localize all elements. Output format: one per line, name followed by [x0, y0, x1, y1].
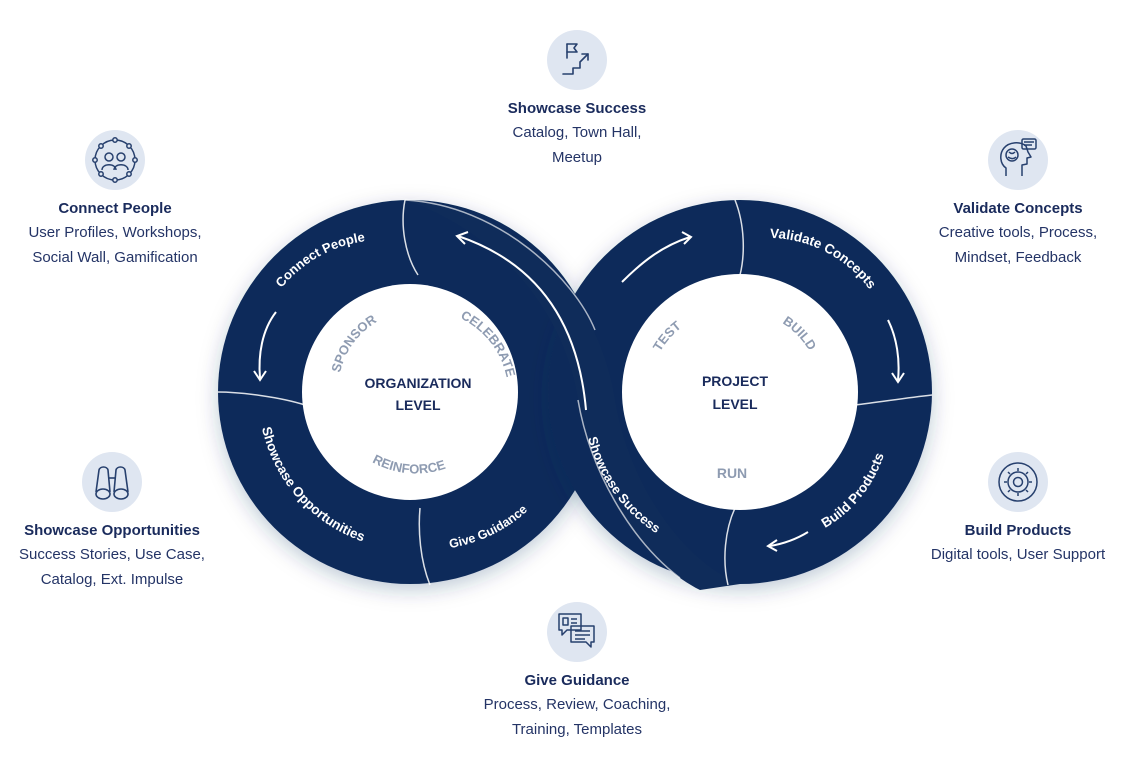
block-desc-line: Success Stories, Use Case,: [19, 546, 205, 563]
flag-arrow-icon: [547, 30, 607, 90]
block-desc-line: Catalog, Ext. Impulse: [40, 571, 184, 588]
block-desc-line: Social Wall, Gamification: [32, 249, 198, 266]
block-showcase-success: Showcase Success Catalog, Town Hall, Mee…: [447, 30, 707, 170]
block-title: Connect People: [58, 200, 172, 217]
binoculars-icon: [82, 452, 142, 512]
block-desc-line: Meetup: [551, 149, 603, 166]
brain-head-icon: [988, 130, 1048, 190]
divider-cross-left: [577, 399, 681, 579]
arrow-right-bottom: [766, 531, 809, 552]
left-center-label-line2: LEVEL: [395, 397, 441, 413]
arrow-right-top: [621, 231, 693, 283]
block-give-guidance: Give Guidance Process, Review, Coaching,…: [447, 602, 707, 742]
block-title: Showcase Success: [507, 100, 647, 117]
block-desc-line: Training, Templates: [511, 721, 643, 738]
arrow-right-side: [887, 319, 905, 384]
chat-bubbles-icon: [547, 602, 607, 662]
right-center-label-line2: LEVEL: [712, 396, 758, 412]
divider-cross-right: [404, 199, 596, 331]
block-desc-line: Mindset, Feedback: [954, 249, 1082, 266]
block-desc-line: Catalog, Town Hall,: [512, 124, 642, 141]
block-title: Give Guidance: [524, 672, 630, 689]
arrow-crossing: [455, 231, 587, 411]
divider-left-mid: [217, 391, 306, 406]
right-inner-circle: [622, 274, 858, 510]
divider-right-top: [734, 199, 745, 276]
block-desc-line: User Profiles, Workshops,: [28, 224, 202, 241]
people-network-icon: [85, 130, 145, 190]
block-desc-line: Process, Review, Coaching,: [483, 696, 671, 713]
block-title: Build Products: [964, 522, 1072, 539]
block-title: Showcase Opportunities: [24, 522, 200, 539]
arrow-left-top: [253, 311, 277, 382]
left-center-label-line1: ORGANIZATION: [364, 375, 471, 391]
block-build-products: Build Products Digital tools, User Suppo…: [888, 452, 1130, 567]
block-title: Validate Concepts: [953, 200, 1083, 217]
divider-right-mid: [854, 394, 933, 406]
divider-right-bottom: [724, 507, 736, 586]
block-connect-people: Connect People User Profiles, Workshops,…: [0, 130, 245, 270]
divider-left-top: [402, 199, 419, 276]
block-validate-concepts: Validate Concepts Creative tools, Proces…: [888, 130, 1130, 270]
inner-run-label: RUN: [717, 465, 747, 481]
block-desc-line: Creative tools, Process,: [938, 224, 1098, 241]
divider-left-bottom: [418, 507, 431, 586]
right-center-label-line1: PROJECT: [702, 373, 769, 389]
block-showcase-opportunities: Showcase Opportunities Success Stories, …: [0, 452, 242, 592]
gear-icon: [988, 452, 1048, 512]
left-inner-circle: [302, 284, 518, 500]
block-desc-line: Digital tools, User Support: [930, 546, 1106, 563]
